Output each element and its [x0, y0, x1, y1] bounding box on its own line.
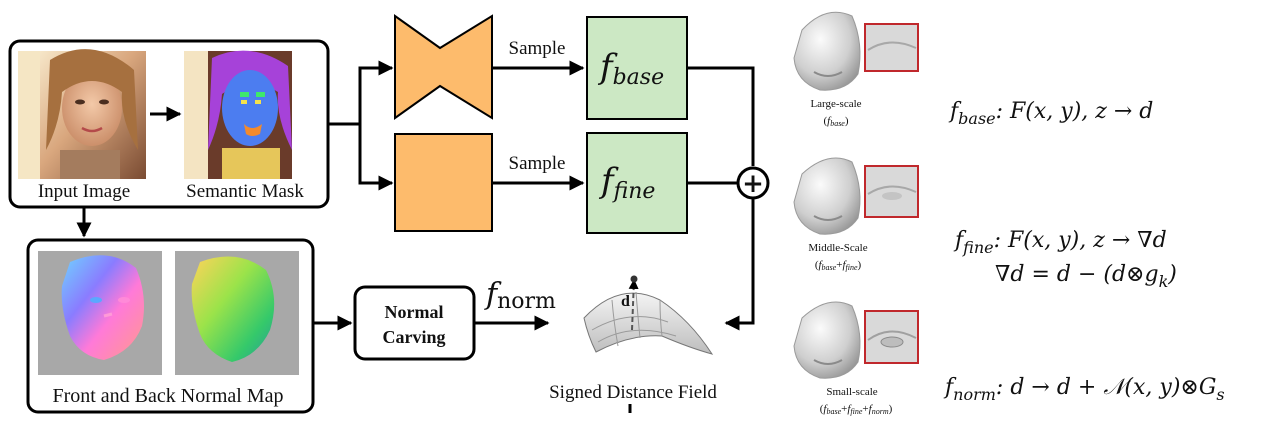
normal-carving-line2: Carving — [383, 327, 446, 347]
equation-fine-line2: ∇d = d − (d⊗gk) — [995, 262, 1177, 291]
f-fine-box — [586, 132, 688, 234]
normal-carving-line1: Normal — [385, 302, 444, 322]
bottom-encoder — [394, 133, 493, 232]
normal-carving-box — [353, 285, 476, 361]
f-base-text: fbase — [597, 47, 664, 90]
large-scale-caption: (fbase) — [823, 115, 848, 128]
sdf-d-label: d — [621, 293, 630, 310]
front-normal-map — [38, 251, 162, 375]
equation-fine-line1: ffine: F(x, y), z → ∇d — [953, 228, 1167, 257]
small-scale-title: Small-scale — [826, 386, 877, 398]
large-scale-render — [793, 11, 919, 91]
f-base-to-plus-line — [687, 66, 755, 166]
top-encoder-decoder — [394, 14, 493, 120]
semantic-mask-label: Semantic Mask — [186, 181, 304, 202]
sdf-surface — [583, 275, 714, 413]
large-scale-title: Large-scale — [810, 98, 861, 110]
small-scale-caption: (fbase+ffine+fnorm) — [820, 403, 893, 416]
middle-scale-render — [793, 157, 919, 235]
sum-node-symbol: + — [742, 169, 764, 199]
equation-base: fbase: F(x, y), z → d — [948, 99, 1153, 128]
small-scale-render — [793, 301, 919, 379]
equation-norm: fnorm: d → d + 𝒩(x, y)⊗Gs — [943, 375, 1225, 404]
branch-connector-top — [358, 60, 394, 124]
plus-to-sdf-arrow — [724, 198, 755, 331]
back-normal-map — [175, 251, 299, 375]
f-norm-text: fnorm — [484, 277, 556, 314]
semantic-mask-image — [184, 50, 292, 179]
input-image — [18, 49, 146, 179]
normal-map-panel-frame — [26, 238, 315, 414]
input-image-label: Input Image — [38, 181, 130, 202]
middle-scale-title: Middle-Scale — [808, 242, 867, 254]
sdf-label: Signed Distance Field — [549, 382, 717, 403]
normal-map-label: Front and Back Normal Map — [52, 385, 283, 407]
top-sample-label: Sample — [509, 38, 566, 59]
middle-scale-caption: (fbase+ffine) — [815, 259, 862, 272]
branch-connector-bottom — [358, 124, 394, 191]
bottom-sample-label: Sample — [509, 153, 566, 174]
